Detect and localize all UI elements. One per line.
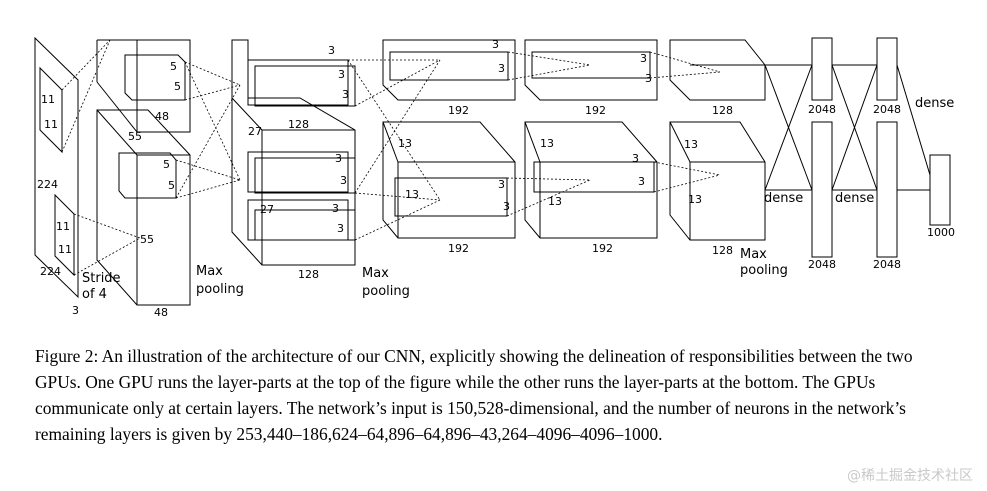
label-k5b: 3	[645, 72, 652, 85]
label-fc2-top: 2048	[873, 103, 901, 116]
label-fc1-bot: 2048	[808, 258, 836, 271]
input-kernel-bottom	[54, 193, 75, 277]
label-k2c: 5	[163, 158, 170, 171]
label-k4a: 3	[492, 38, 499, 51]
label-maxpool1-b: pooling	[196, 282, 244, 297]
kernel-projections	[61, 39, 721, 276]
label-k5a: 3	[640, 52, 647, 65]
label-l5-depth-top: 128	[712, 104, 733, 117]
conv2-mid-kernel-2	[254, 157, 356, 194]
output-box	[929, 154, 951, 226]
caption-text: Figure 2: An illustration of the archite…	[35, 346, 913, 444]
label-k3d: 3	[335, 152, 342, 165]
label-l4-size-bot: 13	[540, 137, 554, 150]
label-k3e: 3	[340, 174, 347, 187]
figure-caption: Figure 2: An illustration of the archite…	[35, 343, 960, 447]
conv3-bottom-kernel	[394, 177, 508, 217]
label-input-w: 224	[40, 265, 61, 278]
label-k2a: 5	[170, 60, 177, 73]
label-l2-size-top: 27	[248, 125, 262, 138]
label-l5-size-bot2: 13	[688, 193, 702, 206]
fc2-top	[876, 37, 898, 101]
label-k3f: 3	[332, 202, 339, 215]
label-fc2-bot: 2048	[873, 258, 901, 271]
label-stride-1: Stride	[82, 271, 121, 286]
label-k2b: 5	[174, 80, 181, 93]
label-l5-depth-bot: 128	[712, 244, 733, 257]
watermark: @稀土掘金技术社区	[847, 468, 973, 484]
conv1-top-box	[136, 39, 191, 133]
conv3-top-kernel	[389, 51, 509, 81]
label-k2d: 5	[168, 179, 175, 192]
conv4-bottom-box	[524, 121, 658, 239]
label-l4-depth-top: 192	[585, 104, 606, 117]
label-k3b: 3	[338, 68, 345, 81]
conv5-bottom-box	[669, 121, 766, 241]
label-l1-depth-bot: 48	[154, 306, 168, 319]
dense-connections	[764, 64, 931, 191]
label-l2-depth-bot: 128	[298, 268, 319, 281]
conv3-top-box	[382, 39, 516, 101]
label-k5c: 3	[632, 152, 639, 165]
label-maxpool2-a: Max	[362, 266, 389, 281]
conv4-top-kernel	[531, 51, 651, 79]
fc1-top	[811, 37, 833, 101]
fc1-bottom	[811, 121, 833, 258]
label-k1b: 11	[44, 118, 58, 131]
label-k1c: 11	[56, 220, 70, 233]
label-l4-depth-bot: 192	[592, 242, 613, 255]
label-l2-depth-top: 128	[288, 118, 309, 131]
label-k5d: 3	[638, 175, 645, 188]
label-l1-depth-top: 48	[155, 110, 169, 123]
label-l1-size-bot: 55	[140, 233, 154, 246]
label-k4c: 3	[498, 178, 505, 191]
conv1-bottom-box	[96, 109, 191, 306]
label-maxpool3-a: Max	[740, 247, 767, 262]
label-stride-2: of 4	[82, 287, 107, 302]
label-l3-size-bot2: 13	[405, 188, 419, 201]
conv4-bottom-kernel	[533, 161, 655, 193]
label-fc1-top: 2048	[808, 103, 836, 116]
conv2-top-kernel-2	[254, 65, 356, 107]
label-k4d: 3	[503, 200, 510, 213]
conv3-bottom-box	[382, 121, 516, 239]
conv2-bottom-kernel-2	[254, 209, 356, 241]
label-l4-size-bot2: 13	[548, 195, 562, 208]
label-k1a: 11	[41, 93, 55, 106]
label-l5-size-bot: 13	[684, 138, 698, 151]
label-maxpool1-a: Max	[196, 264, 223, 279]
cnn-architecture-diagram: 224 224 3 11 11 11 11 Stride of 4 5 5 5 …	[34, 36, 955, 319]
label-maxpool3-b: pooling	[740, 263, 788, 278]
label-k3a: 3	[328, 44, 335, 57]
conv2-top-kernel-1	[247, 59, 349, 106]
label-dense-3: dense	[915, 96, 954, 111]
input-kernel-top	[39, 66, 63, 154]
conv2-mid-kernel-1	[247, 151, 349, 193]
fc2-bottom	[876, 121, 898, 258]
label-l3-depth-top: 192	[448, 104, 469, 117]
label-l2-size-bot: 27	[260, 203, 274, 216]
label-k1d: 11	[58, 243, 72, 256]
label-l3-size-bot: 13	[398, 137, 412, 150]
label-k3g: 3	[337, 222, 344, 235]
conv4-top-box	[524, 39, 658, 101]
label-dense-2: dense	[835, 191, 874, 206]
label-k3c: 3	[342, 88, 349, 101]
label-output: 1000	[927, 226, 955, 239]
label-input-c: 3	[72, 304, 79, 317]
label-dense-1: dense	[764, 191, 803, 206]
label-k4b: 3	[498, 62, 505, 75]
label-maxpool2-b: pooling	[362, 284, 410, 299]
label-l1-size-top: 55	[128, 130, 142, 143]
label-l3-depth-bot: 192	[448, 242, 469, 255]
label-input-h: 224	[37, 178, 58, 191]
conv5-top-box	[669, 39, 766, 101]
